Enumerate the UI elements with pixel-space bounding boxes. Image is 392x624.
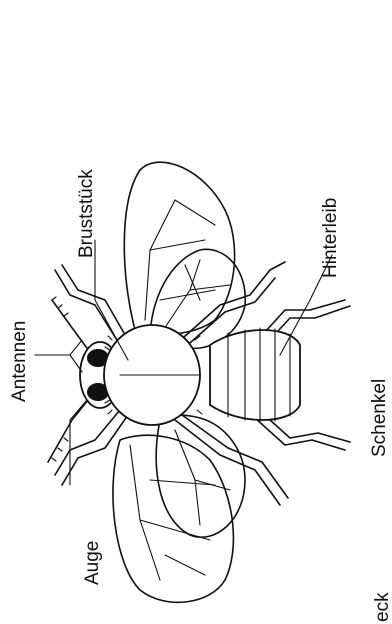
- thorax: [104, 325, 202, 425]
- lower-wings: [113, 415, 245, 602]
- label-leg: Schenkel: [369, 379, 390, 457]
- label-cropped: eck: [372, 592, 392, 622]
- label-thorax: Bruststück: [76, 169, 97, 258]
- label-abdomen: Hinterleib: [320, 198, 341, 278]
- label-antennae: Antennen: [9, 321, 30, 402]
- upper-wings: [124, 162, 245, 349]
- label-eye: Auge: [82, 541, 103, 585]
